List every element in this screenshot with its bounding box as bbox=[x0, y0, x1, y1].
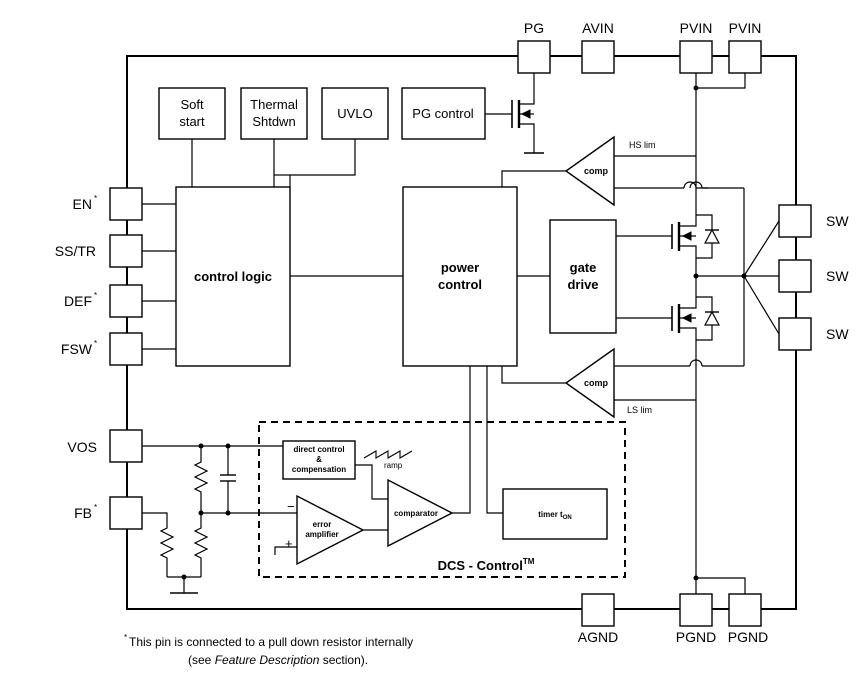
hs-comparator bbox=[564, 135, 615, 207]
pin-mark-en: * bbox=[94, 194, 97, 203]
error-amp-minus: − bbox=[287, 499, 295, 514]
pin-label-pvin1: PVIN bbox=[680, 20, 713, 36]
footnote-line2: (see Feature Description section). bbox=[188, 653, 368, 667]
comparator bbox=[387, 478, 454, 548]
pin-label-def: DEF bbox=[64, 293, 92, 309]
pin-label-sw3: SW bbox=[826, 326, 849, 342]
footnote-line1: This pin is connected to a pull down res… bbox=[129, 635, 413, 649]
control-logic-label: control logic bbox=[194, 269, 272, 284]
gate-drive-l1: gate bbox=[570, 260, 597, 275]
dcs-control-text: DCS - Control bbox=[438, 558, 523, 573]
pin-avin-box bbox=[581, 40, 615, 74]
pin-label-avin: AVIN bbox=[582, 20, 614, 36]
dcs-control-tm: TM bbox=[523, 557, 535, 566]
pin-label-fb: FB bbox=[74, 505, 92, 521]
pin-sw1-box bbox=[778, 204, 812, 238]
pin-mark-fb: * bbox=[94, 503, 97, 512]
ls-lim-label: LS lim bbox=[627, 405, 652, 415]
hs-lim-label: HS lim bbox=[629, 140, 656, 150]
pin-label-sw2: SW bbox=[826, 268, 849, 284]
pin-pg-box bbox=[517, 40, 551, 74]
control-logic-block bbox=[175, 186, 291, 367]
pin-pgnd1-box bbox=[679, 593, 713, 627]
footnote-line2-em: Feature Description bbox=[215, 653, 320, 667]
timer-block bbox=[502, 488, 608, 540]
pin-boxes bbox=[109, 40, 812, 627]
soft-start-l1: Soft bbox=[180, 97, 204, 112]
pin-label-en: EN bbox=[73, 196, 92, 212]
pg-control-block bbox=[401, 87, 486, 140]
timer-text: timer t bbox=[538, 510, 563, 519]
gate-drive-block bbox=[549, 219, 617, 334]
ramp-label: ramp bbox=[384, 461, 403, 470]
gate-drive-l2: drive bbox=[567, 277, 598, 292]
pin-en-box bbox=[109, 187, 143, 221]
power-control-l2: control bbox=[438, 277, 482, 292]
ls-comp-label: comp bbox=[584, 378, 609, 388]
timer-sub: ON bbox=[563, 515, 572, 521]
pin-label-agnd: AGND bbox=[578, 629, 618, 645]
footnote-star: * bbox=[124, 633, 127, 642]
footnote-line2-pre: (see bbox=[188, 653, 215, 667]
pin-mark-def: * bbox=[94, 291, 97, 300]
pin-sstr-box bbox=[109, 234, 143, 268]
pin-mark-fsw: * bbox=[94, 339, 97, 348]
pin-label-pg: PG bbox=[524, 20, 544, 36]
pin-label-vos: VOS bbox=[67, 439, 97, 455]
pin-pvin1-box bbox=[679, 40, 713, 74]
pin-fb-box bbox=[109, 496, 143, 530]
soft-start-l2: start bbox=[179, 114, 205, 129]
direct-control-l3: compensation bbox=[292, 465, 346, 474]
pin-label-sstr: SS/TR bbox=[55, 243, 96, 259]
error-amp-l2: amplifier bbox=[305, 530, 338, 539]
thermal-l1: Thermal bbox=[250, 97, 298, 112]
power-control-block bbox=[402, 186, 518, 367]
hs-comp-label: comp bbox=[584, 166, 609, 176]
error-amplifier bbox=[296, 494, 365, 566]
direct-control-l2: & bbox=[316, 455, 322, 464]
comparator-label: comparator bbox=[394, 509, 438, 518]
timer-label: timer tON bbox=[538, 510, 571, 521]
pin-agnd-box bbox=[581, 593, 615, 627]
footnote-line2-post: section). bbox=[319, 653, 368, 667]
pin-label-pvin2: PVIN bbox=[729, 20, 762, 36]
pin-label-pgnd1: PGND bbox=[676, 629, 716, 645]
uvlo-label: UVLO bbox=[337, 106, 372, 121]
pin-label-sw1: SW bbox=[826, 213, 849, 229]
direct-control-block bbox=[282, 440, 356, 480]
pin-label-pgnd2: PGND bbox=[728, 629, 768, 645]
pin-pgnd2-box bbox=[728, 593, 762, 627]
pin-sw3-box bbox=[778, 317, 812, 351]
error-amp-l1: error bbox=[313, 520, 332, 529]
pin-def-box bbox=[109, 284, 143, 318]
ls-comparator bbox=[564, 347, 615, 419]
direct-control-l1: direct control bbox=[293, 445, 344, 454]
thermal-l2: Shtdwn bbox=[252, 114, 295, 129]
pg-control-label: PG control bbox=[412, 106, 474, 121]
dcs-control-label: DCS - ControlTM bbox=[438, 557, 535, 573]
error-amp-plus: + bbox=[285, 536, 293, 551]
pin-sw2-box bbox=[778, 259, 812, 293]
ramp-symbol bbox=[363, 450, 413, 459]
pin-label-fsw: FSW bbox=[61, 341, 93, 357]
pin-pvin2-box bbox=[728, 40, 762, 74]
soft-start-block bbox=[158, 87, 226, 140]
power-control-l1: power bbox=[441, 260, 479, 275]
dcs-control-box bbox=[258, 421, 626, 578]
pin-vos-box bbox=[109, 429, 143, 463]
pin-fsw-box bbox=[109, 332, 143, 366]
